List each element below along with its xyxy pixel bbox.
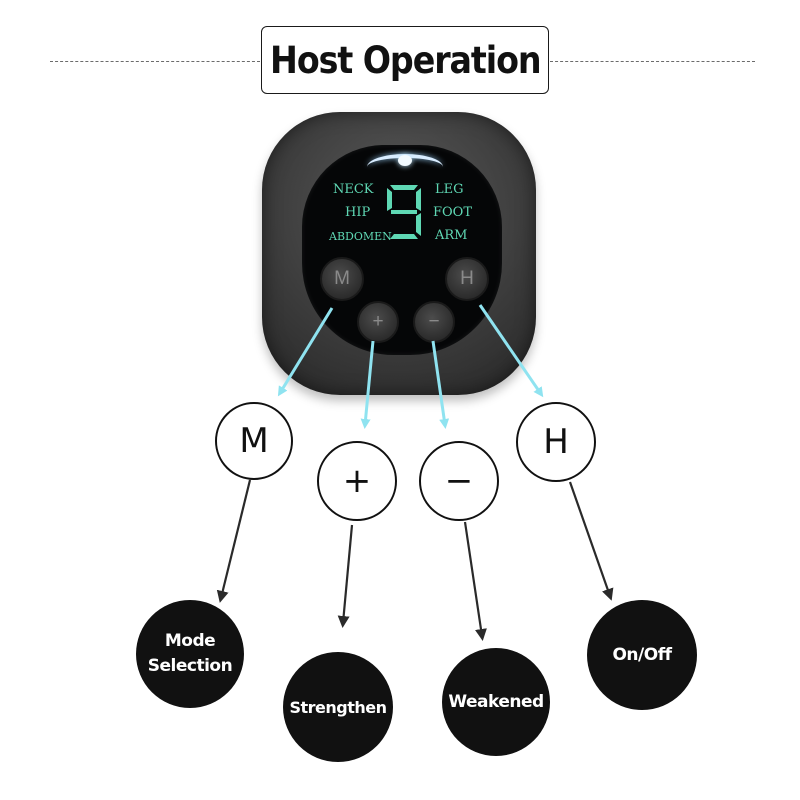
- arrow-mode-label: [216, 479, 252, 603]
- screen-label-arm: ARM: [435, 228, 468, 243]
- weakened-text: Weakened: [448, 692, 544, 712]
- device-power-button[interactable]: H: [445, 257, 489, 301]
- on-off-text: On/Off: [612, 645, 672, 665]
- key-mode-circle[interactable]: M: [215, 402, 293, 480]
- key-plus-symbol: +: [342, 461, 372, 501]
- dashed-divider-right: [550, 61, 755, 62]
- dashed-divider-left: [50, 61, 260, 62]
- device-screen: [302, 145, 502, 355]
- device-mode-label: M: [334, 268, 350, 289]
- screen-label-abdomen: ABDOMEN: [329, 230, 392, 243]
- strengthen-label: Strengthen: [283, 652, 393, 762]
- weakened-label: Weakened: [442, 648, 550, 756]
- indicator-light: [398, 155, 412, 166]
- mode-selection-text: Mode Selection: [147, 630, 233, 677]
- key-power-symbol: H: [543, 422, 569, 462]
- mode-selection-label: Mode Selection: [136, 600, 244, 708]
- device-minus-label: −: [428, 311, 440, 332]
- key-minus-circle[interactable]: −: [419, 441, 499, 521]
- key-power-circle[interactable]: H: [516, 402, 596, 482]
- page-title: Host Operation: [269, 38, 542, 82]
- device-mode-button[interactable]: M: [320, 257, 364, 301]
- device-minus-button[interactable]: −: [413, 301, 455, 343]
- seven-segment-digit: [387, 185, 421, 239]
- device-plus-label: +: [372, 311, 384, 332]
- strengthen-text: Strengthen: [289, 697, 387, 717]
- device-plus-button[interactable]: +: [357, 301, 399, 343]
- key-mode-symbol: M: [239, 421, 269, 461]
- on-off-label: On/Off: [587, 600, 697, 710]
- key-minus-symbol: −: [444, 461, 474, 501]
- screen-label-foot: FOOT: [433, 205, 473, 220]
- key-plus-circle[interactable]: +: [317, 441, 397, 521]
- screen-label-neck: NECK: [333, 182, 374, 197]
- screen-label-hip: HIP: [345, 205, 371, 220]
- title-box: Host Operation: [261, 26, 549, 94]
- arrow-power-label: [568, 481, 614, 601]
- device-power-label: H: [460, 268, 474, 289]
- screen-label-leg: LEG: [435, 182, 464, 197]
- arrow-plus-label: [337, 524, 354, 628]
- arrow-minus-label: [463, 521, 487, 641]
